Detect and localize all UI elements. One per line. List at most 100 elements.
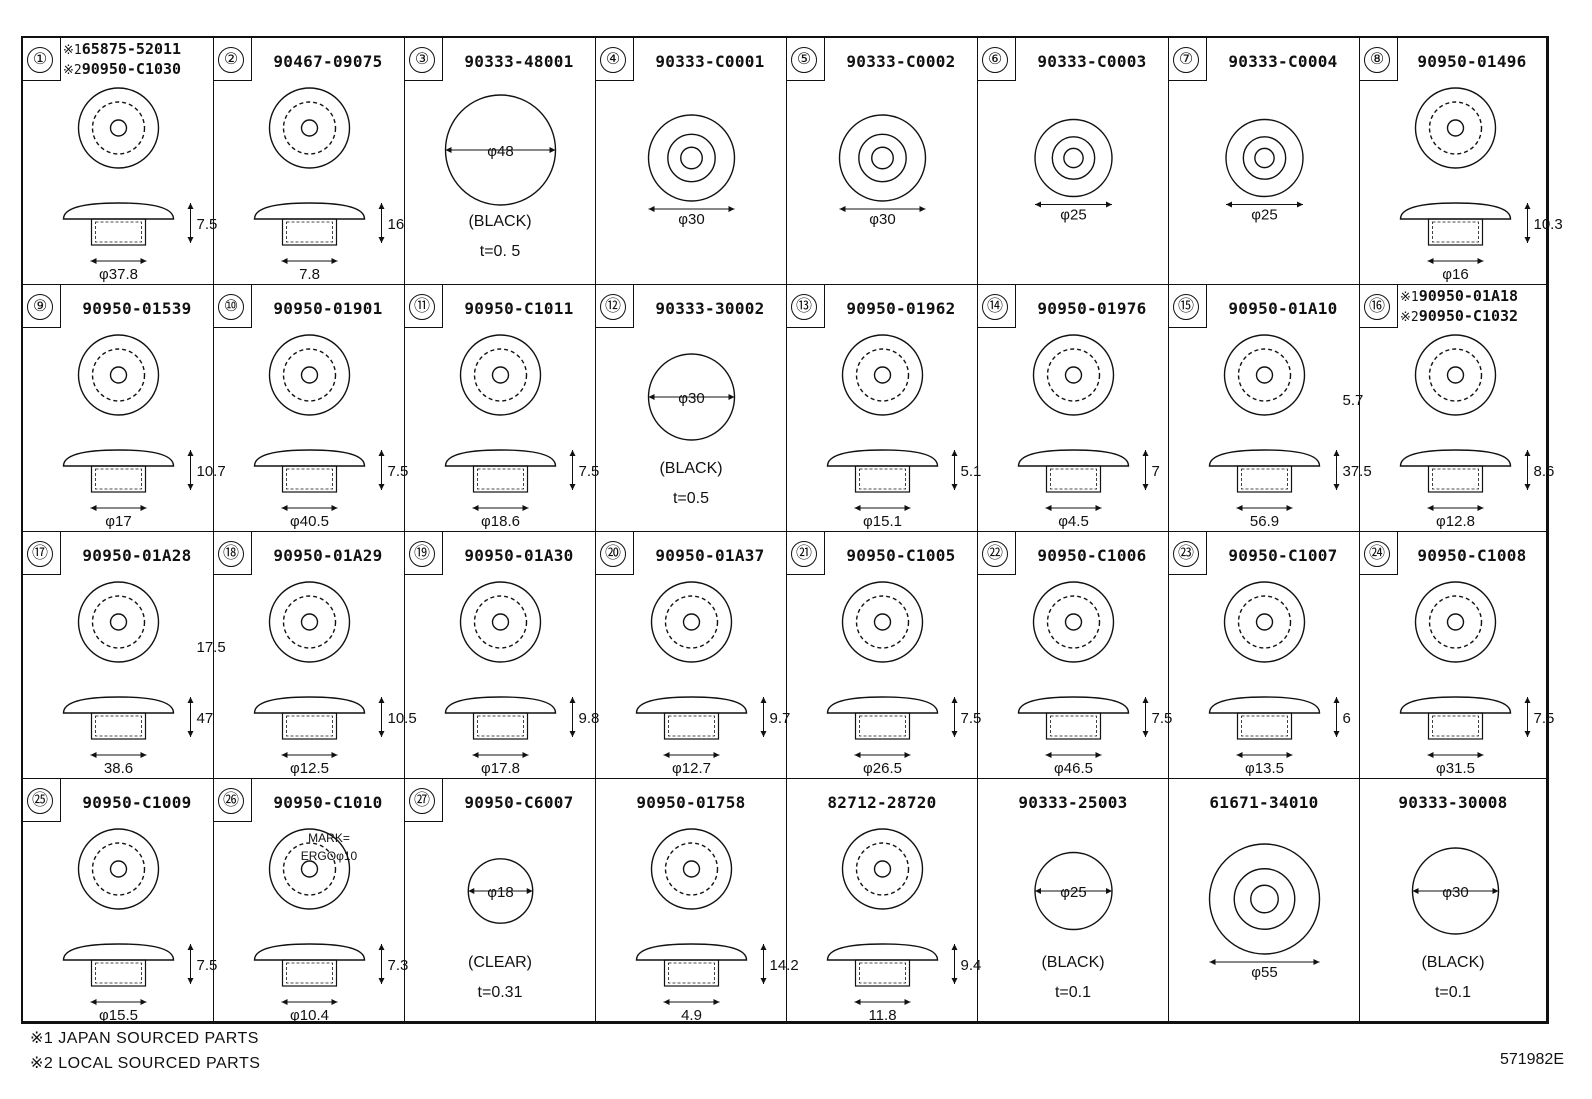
height-dim: 7.5 [961, 710, 982, 727]
diameter-dim: φ30 [1442, 884, 1468, 901]
part-number: 90333-C0002 [846, 52, 956, 71]
width-dim: φ46.5 [1054, 760, 1093, 777]
part-number: 90950-01962 [846, 299, 956, 318]
part-drawing: 10.5 φ12.5 [253, 581, 417, 777]
part-number: 90950-01A10 [1228, 299, 1338, 318]
item-number-box: ㉕ [23, 779, 61, 822]
item-number: ⑰ [27, 541, 53, 567]
item-number-box: ⑥ [978, 38, 1016, 81]
item-number: ㉗ [409, 788, 435, 814]
part-cell: ⑬ 90950-01962 5.1 φ15.1 [787, 285, 981, 532]
item-number: ㉔ [1364, 541, 1390, 567]
part-number: 90950-01976 [1037, 299, 1147, 318]
width-dim: φ31.5 [1436, 760, 1475, 777]
part-drawing: 7.5 φ26.5 [826, 581, 981, 777]
item-number-box: ③ [405, 38, 443, 81]
item-number-box: ⑫ [596, 285, 634, 328]
width-dim: φ12.5 [290, 760, 329, 777]
part-number: 90950-01496 [1417, 52, 1527, 71]
height-dim: 10.5 [388, 710, 417, 727]
item-number-box: ㉑ [787, 532, 825, 575]
diameter-dim: φ55 [1251, 964, 1277, 981]
item-number: ㉖ [218, 788, 244, 814]
part-number: 90950-C6007 [464, 793, 574, 812]
part-number: 90950-01758 [636, 793, 746, 812]
diameter-dim: φ30 [678, 211, 704, 228]
part-drawing: 5.1 φ15.1 [826, 334, 981, 530]
height-dim: 7.3 [388, 957, 409, 974]
item-number-box: ⑦ [1169, 38, 1207, 81]
width-dim: 38.6 [104, 760, 133, 777]
height-dim: 5.1 [961, 463, 982, 480]
width-dim: φ15.1 [863, 513, 902, 530]
height-dim: 7.5 [1152, 710, 1173, 727]
part-number-alt: ※290950-C1030 [63, 60, 181, 78]
height-dim: 7.5 [1534, 710, 1555, 727]
part-number: 90467-09075 [273, 52, 383, 71]
item-number-box: ㉖ [214, 779, 252, 822]
item-number-box: ⑮ [1169, 285, 1207, 328]
part-drawing: φ30 [1411, 847, 1500, 935]
source-mark: ※1 [63, 43, 82, 58]
part-note: ERGOφ10 [300, 849, 358, 863]
width-dim: 11.8 [868, 1007, 896, 1024]
width-dim: φ15.5 [99, 1007, 138, 1024]
extra-dim: 5.7 [1343, 392, 1364, 409]
part-drawing: φ30 [838, 114, 927, 228]
part-number: 90333-25003 [1018, 793, 1128, 812]
item-number: ① [27, 47, 53, 73]
part-drawing: φ48 [444, 94, 557, 206]
width-dim: φ26.5 [863, 760, 902, 777]
item-number: ⑧ [1364, 47, 1390, 73]
item-number-box: ⑬ [787, 285, 825, 328]
item-number: ⑥ [982, 47, 1008, 73]
diameter-dim: φ18 [487, 884, 513, 901]
part-cell: 90950-01758 14.2 4.9 [596, 779, 799, 1024]
item-number-box: ㉗ [405, 779, 443, 822]
item-number: ㉕ [27, 788, 53, 814]
item-number-box: ④ [596, 38, 634, 81]
part-number: 90950-C1030 [81, 60, 182, 78]
part-drawing: 14.2 4.9 [635, 828, 799, 1024]
part-number: 90333-30008 [1398, 793, 1508, 812]
part-note: t=0.1 [1434, 984, 1472, 1001]
part-drawing: φ55 [1208, 843, 1321, 981]
width-dim: φ17.8 [481, 760, 520, 777]
item-number: ㉓ [1173, 541, 1199, 567]
width-dim: φ4.5 [1058, 513, 1089, 530]
part-number: 65875-52011 [81, 40, 182, 58]
part-drawing: 167.8 [253, 87, 404, 283]
height-dim: 14.2 [770, 957, 799, 974]
item-number-box: ⑭ [978, 285, 1016, 328]
width-dim: 4.9 [681, 1007, 702, 1024]
item-number: ⑩ [218, 294, 244, 320]
part-note: (BLACK) [659, 460, 723, 477]
item-number-box: ⑲ [405, 532, 443, 575]
part-number: 90950-C1032 [1418, 307, 1519, 325]
diameter-dim: φ25 [1251, 207, 1277, 224]
part-drawing: φ25 [1034, 851, 1113, 931]
extra-dim: 17.5 [197, 639, 226, 656]
height-dim: 7.5 [579, 463, 600, 480]
part-number: 90950-C1006 [1037, 546, 1147, 565]
